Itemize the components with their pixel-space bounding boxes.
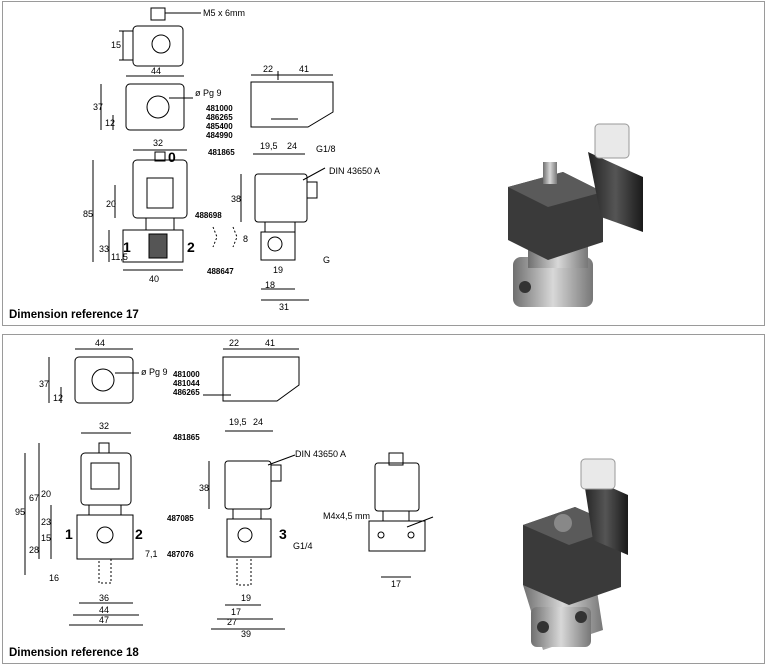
valve-photo-18 [523, 458, 628, 650]
valve18-side: 7,1 [145, 549, 158, 559]
side18-code-lower: 487076 [167, 550, 194, 559]
side-dim-a: 19,5 [260, 141, 278, 151]
valve18-total-height: 95 [15, 507, 25, 517]
side18-code: 481865 [173, 433, 200, 442]
valve-total-height: 85 [83, 209, 93, 219]
side-bottom-b: 18 [265, 280, 275, 290]
valve18-width-a: 36 [99, 593, 109, 603]
conn-code-3: 485400 [206, 122, 233, 131]
valve18-mid-b: 15 [41, 533, 51, 543]
valve-front-coil-18 [80, 452, 132, 506]
side18-din: DIN 43650 A [295, 449, 346, 459]
valve18-mid-a: 23 [41, 517, 51, 527]
panel-dimension-reference-17: M5 x 6mm 15 44 37 12 ø Pg 9 22 41 481000… [2, 1, 765, 326]
side-code-label: 481865 [208, 148, 235, 157]
valve-side-coil-18 [224, 460, 272, 510]
valve18-coil-offset: 20 [41, 489, 51, 499]
side18-code-upper: 487085 [167, 514, 194, 523]
valve-port-offset: 11,5 [111, 252, 128, 262]
conn-dim-b: 41 [299, 64, 309, 74]
valve18-width-c: 47 [99, 615, 109, 625]
valve-rear-body [368, 520, 426, 552]
valve18-width-b: 44 [99, 605, 109, 615]
side18-bottom-c: 27 [227, 617, 237, 627]
valve-side-body [260, 231, 296, 261]
coil-height-label: 15 [111, 40, 121, 50]
side-small: 8 [243, 234, 248, 244]
drawing-18: 44 37 12 ø Pg 9 22 41 481000 481044 4862… [15, 338, 628, 650]
coil18-height: 37 [39, 379, 49, 389]
coil-offset-label: 12 [105, 118, 115, 128]
connector-plug-18 [222, 356, 300, 402]
valve-side-body-18 [226, 518, 272, 558]
coil-front-view-18 [74, 356, 134, 404]
valve18-upper-height: 67 [29, 493, 39, 503]
valve-body-height: 33 [99, 244, 109, 254]
side-code-lower: 488647 [207, 267, 234, 276]
side-height: 38 [231, 194, 241, 204]
coil-front-view [125, 83, 185, 131]
conn-dim-a: 22 [263, 64, 273, 74]
drawing-17: M5 x 6mm 15 44 37 12 ø Pg 9 22 41 481000… [83, 7, 643, 312]
side-port-g: G [323, 255, 330, 265]
valve-front-coil [132, 159, 188, 219]
pg9-label-18: ø Pg 9 [141, 367, 168, 377]
side18-bottom-d: 39 [241, 629, 251, 639]
side-bottom-a: 19 [273, 265, 283, 275]
valve-front-body-18 [76, 514, 134, 560]
caption-17: Dimension reference 17 [9, 309, 139, 321]
valve-base-width: 40 [149, 274, 159, 284]
side-code-upper: 488698 [195, 211, 222, 220]
valve-coil-offset: 20 [106, 199, 116, 209]
pg9-label: ø Pg 9 [195, 88, 222, 98]
valve-front-body [122, 229, 184, 263]
port18-3-label: 3 [279, 526, 287, 542]
coil18-width: 44 [95, 338, 105, 348]
conn-code-1: 481000 [206, 104, 233, 113]
panel-dimension-reference-18: 44 37 12 ø Pg 9 22 41 481000 481044 4862… [2, 334, 765, 664]
port18-1-label: 1 [65, 526, 73, 542]
coil-top-view [132, 25, 184, 67]
coil-height37-label: 37 [93, 102, 103, 112]
port-0-label: 0 [168, 149, 176, 165]
valve-photo-17 [508, 123, 643, 307]
side18-dim-b: 24 [253, 417, 263, 427]
valve18-width-top: 32 [99, 421, 109, 431]
caption-18: Dimension reference 18 [9, 647, 139, 659]
conn-code-4: 484990 [206, 131, 233, 140]
side18-thread: G1/4 [293, 541, 313, 551]
conn-code-2: 486265 [206, 113, 233, 122]
connector-plug [250, 81, 334, 128]
port-1-label: 1 [123, 239, 131, 255]
conn18-code-2: 481044 [173, 379, 200, 388]
side18-height: 38 [199, 483, 209, 493]
side18-dim-a: 19,5 [229, 417, 247, 427]
coil-width-label: 44 [151, 66, 161, 76]
side18-bottom-a: 19 [241, 593, 251, 603]
side-din: DIN 43650 A [329, 166, 380, 176]
rear-screw: M4x4,5 mm [323, 511, 370, 521]
screw-label: M5 x 6mm [203, 8, 245, 18]
port-2-label: 2 [187, 239, 195, 255]
rear-width: 17 [391, 579, 401, 589]
conn18-dim-a: 22 [229, 338, 239, 348]
side-dim-b: 24 [287, 141, 297, 151]
side-bottom-c: 31 [279, 302, 289, 312]
valve-width-top: 32 [153, 138, 163, 148]
conn18-code-3: 486265 [173, 388, 200, 397]
conn18-code-1: 481000 [173, 370, 200, 379]
valve-side-coil [254, 173, 308, 223]
conn18-dim-b: 41 [265, 338, 275, 348]
valve18-low: 28 [29, 545, 39, 555]
port18-2-label: 2 [135, 526, 143, 542]
side18-bottom-b: 17 [231, 607, 241, 617]
valve-rear-coil [374, 462, 420, 512]
valve18-base: 16 [49, 573, 59, 583]
side-thread: G1/8 [316, 144, 336, 154]
coil18-offset: 12 [53, 393, 63, 403]
